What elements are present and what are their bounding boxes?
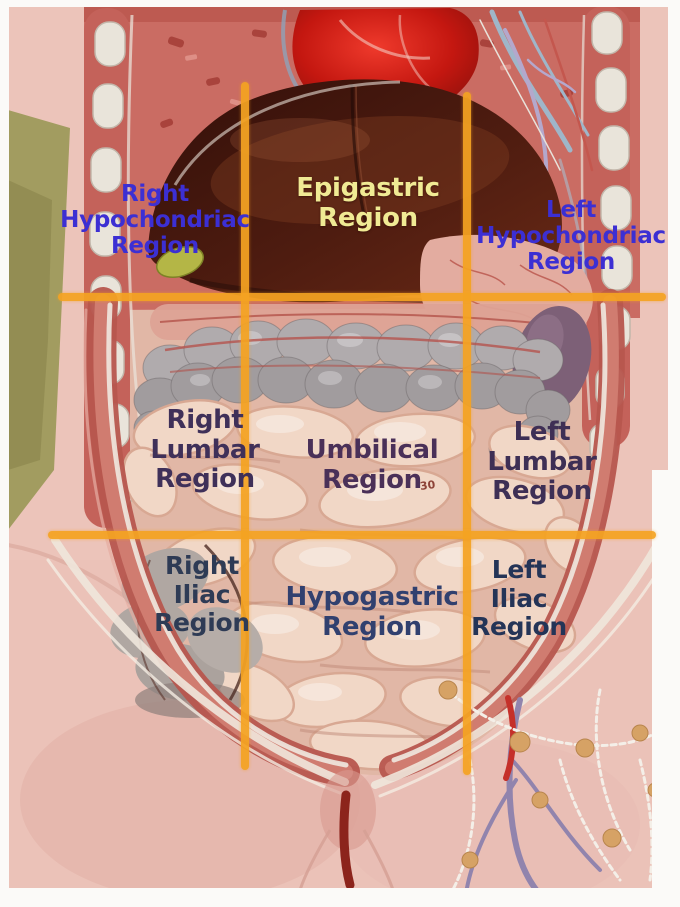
grid-vertical-line-left xyxy=(241,82,249,770)
label-right-lumbar-region: Right Lumbar Region xyxy=(150,405,260,495)
inguinal-bands xyxy=(46,536,667,798)
model-number-mark: 30 xyxy=(419,477,437,494)
label-hypogastric-region: Hypogastric Region xyxy=(285,582,459,642)
backdrop-left xyxy=(8,110,70,530)
gallbladder xyxy=(156,246,204,278)
label-umbilical-region: Umbilical Region xyxy=(305,435,439,495)
label-right-hypochondriac-region: Right Hypochondriac Region xyxy=(60,181,250,260)
label-left-lumbar-region: Left Lumbar Region xyxy=(487,417,597,507)
label-left-hypochondriac-region: Left Hypochondriac Region xyxy=(476,197,666,276)
grid-vertical-line-right xyxy=(463,92,471,775)
abdominal-wall-right xyxy=(379,289,625,781)
genital-crease xyxy=(298,770,395,891)
label-epigastric-region: Epigastric Region xyxy=(296,173,440,233)
grid-horizontal-line-upper xyxy=(58,293,666,301)
transverse-colon xyxy=(133,318,571,465)
grid-horizontal-line-lower xyxy=(48,531,656,539)
label-left-iliac-region: Left Iliac Region xyxy=(471,555,567,641)
lymph-vessels xyxy=(438,680,670,903)
label-right-iliac-region: Right Iliac Region xyxy=(154,551,250,637)
